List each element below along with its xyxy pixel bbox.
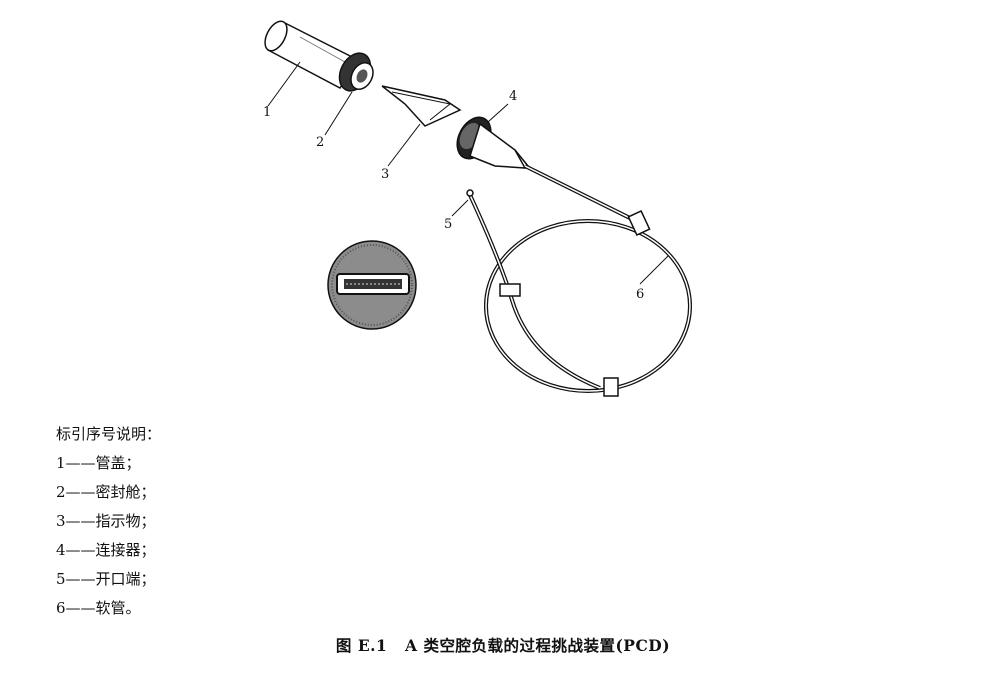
tube-cap-drawing xyxy=(264,20,360,89)
legend-text: 指示物； xyxy=(95,512,156,530)
legend-item: 2——密封舱； xyxy=(56,478,161,507)
legend-item: 3——指示物； xyxy=(56,507,161,536)
legend-dash: —— xyxy=(65,454,96,472)
legend-dash: —— xyxy=(65,483,96,501)
legend-item: 1——管盖； xyxy=(56,449,161,478)
legend-number: 4 xyxy=(56,541,66,559)
callout-6: 6 xyxy=(636,287,644,302)
legend-text: 密封舱； xyxy=(95,483,156,501)
indicator-strip-drawing xyxy=(381,85,462,127)
legend-number: 6 xyxy=(56,599,66,617)
callout-leaders xyxy=(267,61,669,285)
magnified-detail-drawing xyxy=(327,240,417,330)
callout-2: 2 xyxy=(316,135,324,150)
legend-dash: —— xyxy=(65,512,96,530)
sealed-chamber-drawing xyxy=(338,52,374,92)
figure-title: A 类空腔负载的过程挑战装置(PCD) xyxy=(405,636,671,655)
legend-text: 软管。 xyxy=(95,599,141,617)
figure-number: 图 E.1 xyxy=(335,636,388,655)
pcd-device-illustration: 1 2 3 4 5 6 xyxy=(263,20,692,397)
legend-item: 5——开口端； xyxy=(56,565,161,594)
callout-4: 4 xyxy=(509,89,517,104)
hose-drawing xyxy=(466,164,692,393)
legend-text: 连接器； xyxy=(95,541,156,559)
callout-3: 3 xyxy=(381,167,389,182)
legend-dash: —— xyxy=(65,599,96,617)
legend-number: 1 xyxy=(56,454,66,472)
figure-caption: 图 E.1 A 类空腔负载的过程挑战装置(PCD) xyxy=(0,634,1006,656)
callout-5: 5 xyxy=(444,217,452,232)
callout-1: 1 xyxy=(263,105,271,120)
hose-clips xyxy=(499,209,651,397)
legend-number: 2 xyxy=(56,483,66,501)
legend-item: 6——软管。 xyxy=(56,594,161,623)
legend-heading: 标引序号说明： xyxy=(56,425,162,443)
legend-text: 管盖； xyxy=(95,454,141,472)
legend-dash: —— xyxy=(65,570,96,588)
legend-number: 3 xyxy=(56,512,66,530)
legend-dash: —— xyxy=(65,541,96,559)
legend: 标引序号说明： 1——管盖； 2——密封舱； 3——指示物； 4——连接器； 5… xyxy=(56,420,161,623)
legend-number: 5 xyxy=(56,570,66,588)
legend-text: 开口端； xyxy=(95,570,156,588)
connector-drawing xyxy=(456,116,529,169)
legend-item: 4——连接器； xyxy=(56,536,161,565)
